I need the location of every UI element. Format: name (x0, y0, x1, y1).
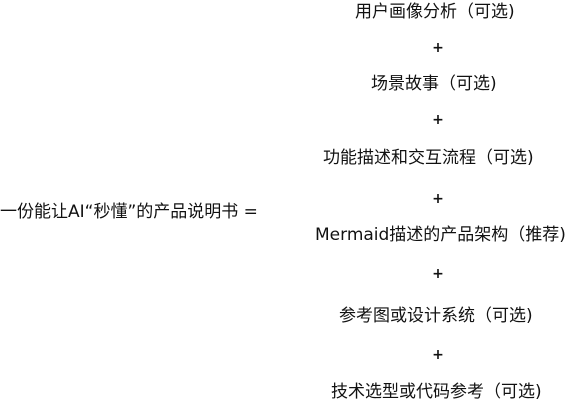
item-feature-flow: 功能描述和交互流程（可选) (323, 148, 534, 168)
equation-left-side: 一份能让AI“秒懂”的产品说明书 = (0, 202, 258, 222)
item-scenario-story: 场景故事（可选) (371, 74, 497, 94)
item-reference-design-system: 参考图或设计系统（可选) (339, 306, 533, 326)
plus-sign-5: + (432, 347, 444, 363)
item-tech-reference: 技术选型或代码参考（可选) (331, 382, 542, 402)
plus-sign-1: + (432, 40, 444, 56)
plus-sign-3: + (432, 191, 444, 207)
item-mermaid-architecture: Mermaid描述的产品架构（推荐) (315, 225, 566, 245)
plus-sign-4: + (432, 266, 444, 282)
item-user-persona: 用户画像分析（可选) (355, 2, 515, 22)
plus-sign-2: + (432, 112, 444, 128)
